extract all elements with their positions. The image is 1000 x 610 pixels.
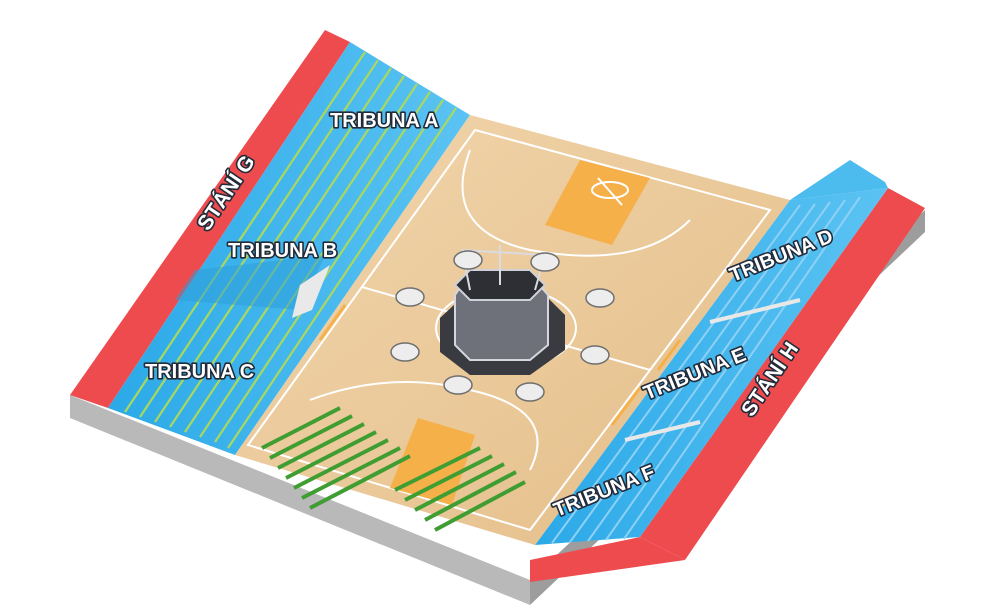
stand-right-top <box>790 160 888 200</box>
vip-tables <box>390 250 615 402</box>
table <box>530 252 560 272</box>
table <box>390 342 420 362</box>
left-grandstands <box>108 42 470 455</box>
label-tribuna-a[interactable]: TRIBUNA A <box>328 108 440 133</box>
octagon-ring <box>440 245 565 375</box>
table <box>395 287 425 307</box>
court-paint-top <box>545 160 650 245</box>
standing-area-h <box>640 188 925 560</box>
court-side-marks <box>318 304 682 426</box>
table <box>515 382 545 402</box>
table <box>585 288 615 308</box>
right-grandstands <box>535 160 888 545</box>
stand-left-rows <box>124 51 457 449</box>
table <box>443 375 473 395</box>
stand-right-rows <box>551 196 861 544</box>
stand-left-barrier <box>292 265 330 318</box>
floor-seats <box>261 406 526 532</box>
court-paint-top-lines <box>591 177 629 206</box>
stand-right-rails <box>624 298 801 442</box>
standing-area-g <box>70 30 350 408</box>
table <box>580 345 610 365</box>
left-wall <box>70 395 530 605</box>
stand-left-gap <box>175 255 325 310</box>
label-tribuna-b[interactable]: TRIBUNA B <box>226 238 338 263</box>
table <box>453 250 483 270</box>
standing-area-h-bottom <box>530 537 685 582</box>
label-tribuna-c[interactable]: TRIBUNA C <box>143 359 255 384</box>
